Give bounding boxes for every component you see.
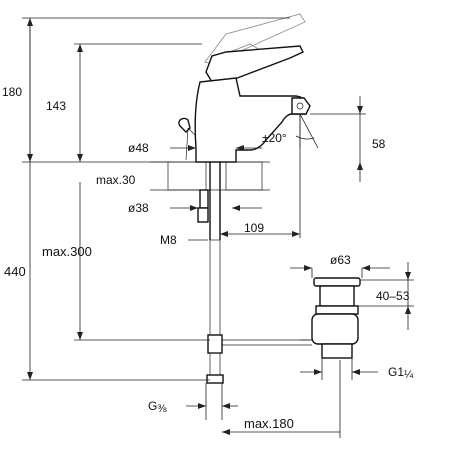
dimension-labels: 180 143 440 max.300 ±20° 58 ø48 max.30 ø… bbox=[2, 85, 414, 431]
label-tilt-angle: ±20° bbox=[262, 131, 287, 145]
dimension-arrows bbox=[27, 18, 411, 435]
label-waste-dia: ø63 bbox=[330, 253, 351, 267]
label-height-overall: 440 bbox=[4, 264, 26, 279]
bidet-mixer-body bbox=[178, 45, 311, 163]
label-height-spout: 180 bbox=[2, 85, 22, 99]
label-height-outlet: 143 bbox=[46, 99, 66, 113]
label-waste-range: 40–53 bbox=[376, 289, 410, 303]
mounting-shank bbox=[197, 162, 221, 240]
pop-up-waste bbox=[300, 277, 361, 359]
label-shank-dia: ø38 bbox=[128, 201, 149, 215]
pop-up-rod bbox=[185, 127, 312, 346]
label-waste-thread: G1¼ bbox=[388, 365, 414, 381]
label-thread-shank: M8 bbox=[160, 233, 177, 247]
label-inlet-max: max.180 bbox=[244, 416, 294, 431]
label-counter-max: max.30 bbox=[96, 173, 136, 187]
label-spout-dia: 58 bbox=[372, 137, 386, 151]
label-reach: 109 bbox=[244, 221, 264, 235]
label-hose-max: max.300 bbox=[42, 244, 92, 259]
label-base-dia: ø48 bbox=[128, 141, 149, 155]
label-inlet-thread: G⅜ bbox=[148, 399, 167, 415]
flexible-hose bbox=[206, 239, 224, 384]
